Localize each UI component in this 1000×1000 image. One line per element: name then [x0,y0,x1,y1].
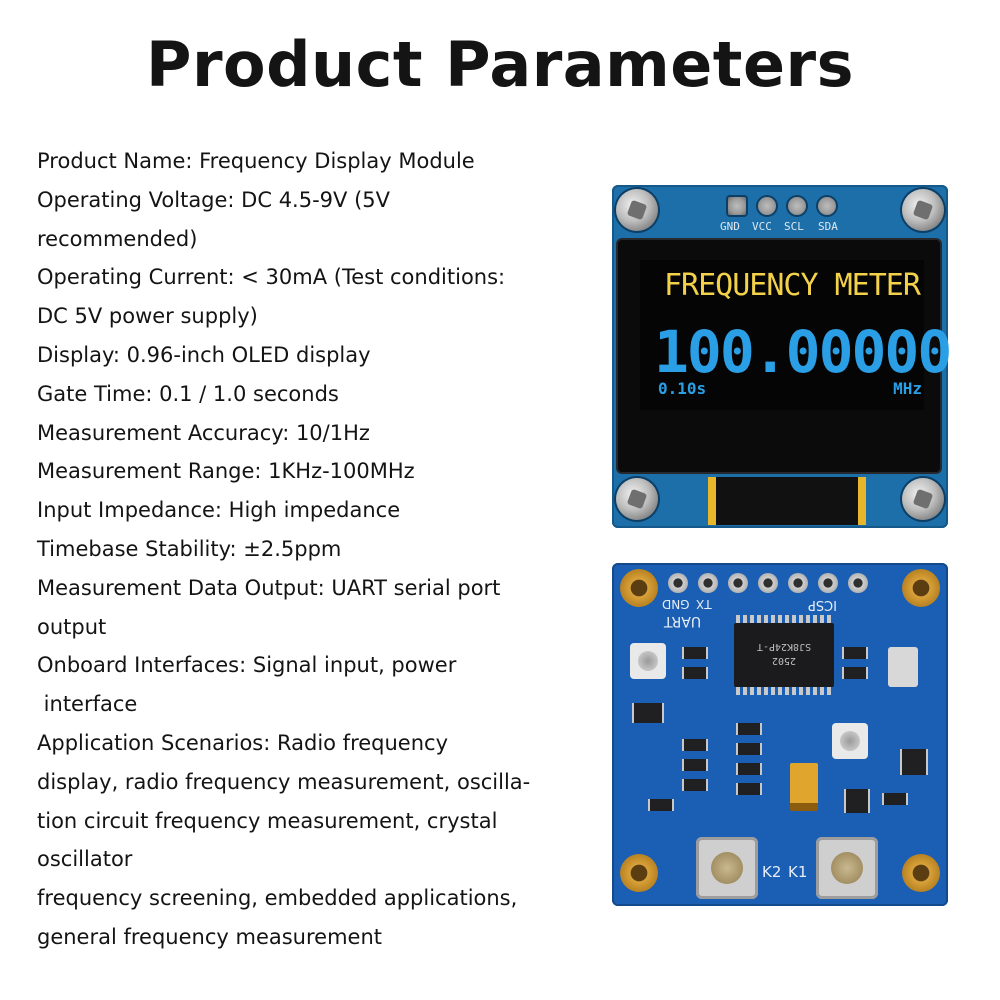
transistor-icon [844,789,870,813]
header-pin-icon [698,573,718,593]
silk-uart: UART [664,613,702,629]
param-line: Application Scenarios: Radio frequency [37,730,449,755]
resistor-icon [736,743,762,755]
mount-hole-icon [620,854,658,892]
header-pin-icon [728,573,748,593]
param-line: interface [37,692,138,717]
pcb-module-image: TX GND UART ICSP 2502 SJ8K24P-T K2 K1 [612,563,948,906]
param-line: oscillator [37,847,133,872]
header-pin-icon [818,197,836,215]
parameter-list: Product Name: Frequency Display Module O… [37,142,577,957]
trimmer-pot-icon [630,643,666,679]
screen-heading: FREQUENCY METER [664,268,921,303]
param-line: DC 5V power supply) [37,304,258,329]
mount-hole-icon [902,569,940,607]
pin-label-sda: SDA [818,220,838,233]
oled-module-image: GND VCC SCL SDA FREQUENCY METER 100.0000… [612,185,952,528]
mount-hole-icon [902,854,940,892]
resistor-icon [682,667,708,679]
param-line: frequency screening, embedded applicatio… [37,886,518,911]
screw-icon [616,478,658,520]
pin-label-gnd: GND [720,220,740,233]
resistor-icon [736,723,762,735]
capacitor-icon [790,763,818,811]
header-pin-icon [788,573,808,593]
pin-label-vcc: VCC [752,220,772,233]
chip-marking: 2502 SJ8K24P-T [756,641,812,666]
screw-icon [902,478,944,520]
header-pin-icon [758,573,778,593]
header-pin-icon [818,573,838,593]
header-pin-icon [788,197,806,215]
param-line: Onboard Interfaces: Signal input, power [37,653,457,678]
silk-tx: TX [696,597,712,611]
k2-button-icon [696,837,758,899]
pin-label-scl: SCL [784,220,804,233]
silk-gnd: GND [662,597,690,611]
resistor-icon [736,783,762,795]
microcontroller-chip: 2502 SJ8K24P-T [734,615,834,695]
resistor-icon [648,799,674,811]
silk-icsp: ICSP [808,597,838,612]
header-pin-icon [728,197,746,215]
oled-display: FREQUENCY METER 100.00000 0.10s MHz [618,240,952,472]
resistor-icon [842,647,868,659]
silk-k1: K1 [788,863,808,881]
param-line: tion circuit frequency measurement, crys… [37,808,498,833]
param-line: Timebase Stability: ±2.5ppm [37,536,342,561]
param-line: Gate Time: 0.1 / 1.0 seconds [37,381,339,406]
gate-time-readout: 0.10s [658,379,707,398]
resistor-icon [682,779,708,791]
resistor-icon [682,739,708,751]
resistor-icon [882,793,908,805]
param-line: Display: 0.96-inch OLED display [37,342,371,367]
param-line: general frequency measurement [37,924,383,949]
trimmer-pot-icon [832,723,868,759]
oscillator-icon [888,647,918,687]
resistor-icon [682,759,708,771]
header-pin-icon [668,573,688,593]
silk-k2: K2 [762,863,782,881]
param-line: Operating Voltage: DC 4.5-9V (5V [37,187,390,212]
k1-button-icon [816,837,878,899]
header-pin-icon [848,573,868,593]
screw-icon [902,189,944,231]
transistor-icon [632,703,664,723]
pin-labels: GND VCC SCL SDA [720,220,860,236]
header-pin-icon [758,197,776,215]
param-line: output [37,614,107,639]
transistor-icon [900,749,928,775]
resistor-icon [682,647,708,659]
param-line: Measurement Range: 1KHz-100MHz [37,459,415,484]
oled-screen-area: FREQUENCY METER 100.00000 0.10s MHz [640,260,952,410]
param-line: Operating Current: < 30mA (Test conditio… [37,265,506,290]
unit-readout: MHz [893,379,922,398]
param-line: display, radio frequency measurement, os… [37,769,531,794]
flex-cable [708,477,866,525]
param-line: Product Name: Frequency Display Module [37,149,475,173]
param-line: Measurement Accuracy: 10/1Hz [37,420,370,445]
frequency-reading: 100.00000 [654,318,952,386]
param-line: Measurement Data Output: UART serial por… [37,575,501,600]
resistor-icon [842,667,868,679]
screw-icon [616,189,658,231]
param-line: recommended) [37,226,198,251]
page-title: Product Parameters [146,28,854,101]
resistor-icon [736,763,762,775]
mount-hole-icon [620,569,658,607]
param-line: Input Impedance: High impedance [37,498,401,523]
